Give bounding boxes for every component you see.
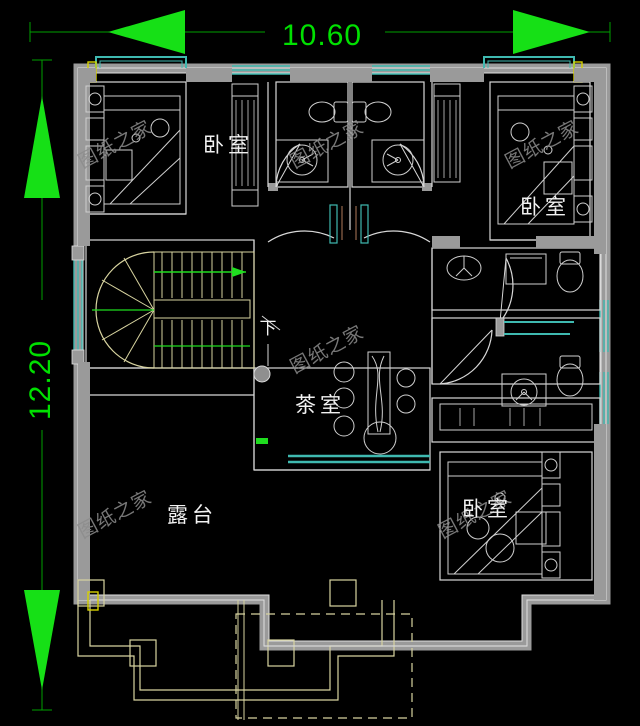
stair-down-leader [261,315,281,366]
door-central-double [267,204,431,244]
door-right-lower [439,329,493,385]
room-label-bedroom-top-right: 卧室 [520,195,570,219]
staircase [92,251,271,383]
wall-fill-segments [78,68,606,600]
dimension-width-label: 10.60 [282,19,362,52]
room-labels: 卧室 卧室 茶室 露台 卧室 下 [167,133,570,527]
room-label-terrace: 露台 [167,503,217,527]
dimension-vertical: 12.20 [24,59,62,711]
interior-walls [85,81,601,581]
stair-direction-arrow-icon [92,267,250,347]
room-label-bedroom-bottom-right: 卧室 [462,497,512,521]
watermark-layer: 图纸之家 图纸之家 图纸之家 图纸之家 图纸之家 图纸之家 [75,116,583,543]
bathroom-top-right-fixtures [351,101,425,183]
bathroom-top-left-fixtures [275,101,349,183]
door-right-upper [499,257,514,323]
dimension-horizontal: 10.60 [29,10,611,54]
tea-room-furniture [256,351,430,464]
terrace-projection-dashed [235,600,413,720]
bedroom-bottom-right-furniture [439,403,593,579]
arrow-up-icon [24,96,60,198]
wardrobe-top-left [231,83,259,207]
bathroom-right-upper-fixtures [446,251,584,293]
watermark-text: 图纸之家 [502,116,583,173]
dimension-height-label: 12.20 [24,340,57,420]
arrow-left-icon [108,10,185,54]
window-top-centre-right [372,65,430,75]
bathroom-right-lower-fixtures [501,355,584,407]
window-left-wall [71,245,85,365]
arrow-right-icon [513,10,590,54]
room-label-tea-room: 茶室 [295,393,345,417]
annotation-stair-down: 下 [260,319,277,339]
bedroom-top-left-furniture [85,85,181,213]
column-bottom-left [87,591,99,611]
bedroom-top-right-furniture [497,85,593,225]
window-top-centre-left [232,65,290,75]
arrow-down-icon [24,590,60,690]
door-right-corridor [495,317,574,337]
watermark-text: 图纸之家 [287,321,368,378]
wardrobe-top-right [433,83,461,183]
room-label-bedroom-top-left: 卧室 [203,133,253,157]
